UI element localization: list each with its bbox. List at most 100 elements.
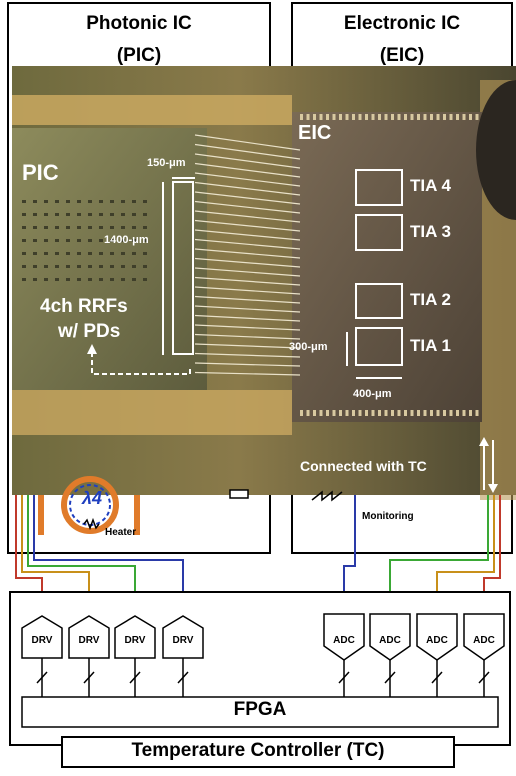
tc-note-label: Connected with TC xyxy=(300,458,427,474)
pic-title-line1: Photonic IC xyxy=(86,13,192,34)
pic-pad-dot xyxy=(99,278,103,281)
bus-slash xyxy=(338,671,350,684)
eic-pad xyxy=(313,114,316,120)
bond-wire xyxy=(194,162,301,178)
pic-pad-dot xyxy=(55,239,59,242)
adc-signal-wire xyxy=(436,495,495,606)
pic-pad-dot xyxy=(110,265,114,268)
pic-pad-dot xyxy=(99,200,103,203)
eic-pad xyxy=(300,114,303,120)
pic-pad-dot xyxy=(55,226,59,229)
bond-wire xyxy=(194,343,301,349)
pic-pad-dot xyxy=(121,200,125,203)
pic-pad-dot xyxy=(88,252,92,255)
bus-slash xyxy=(36,671,48,684)
bond-wire xyxy=(194,191,301,205)
pic-pad-dot xyxy=(44,239,48,242)
eic-pad xyxy=(319,114,323,120)
eic-pad xyxy=(423,114,427,120)
adc-label-3: ADC xyxy=(426,635,448,646)
pic-pad-dot xyxy=(132,226,136,229)
eic-pad xyxy=(417,410,420,416)
rrf-outline xyxy=(172,181,194,355)
eic-pad xyxy=(475,410,479,416)
tia-1-label: TIA 1 xyxy=(410,336,451,355)
pic-pad-dot xyxy=(66,239,70,242)
pic-pad-dot xyxy=(121,265,125,268)
eic-pad xyxy=(462,114,466,120)
bond-wire xyxy=(194,371,301,376)
pic-pad-dot xyxy=(132,252,136,255)
eic-pad xyxy=(371,114,375,120)
eic-pad xyxy=(352,410,355,416)
bus-slash xyxy=(83,671,95,684)
eic-pad xyxy=(378,410,381,416)
pic-pad-dot xyxy=(99,265,103,268)
bond-wire xyxy=(194,153,301,169)
eic-pad xyxy=(397,114,401,120)
pic-pad-dot xyxy=(33,213,37,216)
photo-dark-blob xyxy=(476,80,516,220)
pic-pad-dot xyxy=(44,226,48,229)
pic-pad-dot xyxy=(110,252,114,255)
eic-pad xyxy=(391,114,394,120)
tia-1-box xyxy=(355,327,403,366)
pic-pad-dot xyxy=(88,278,92,281)
pic-pad-dot xyxy=(121,239,125,242)
bond-wire xyxy=(194,219,301,232)
tia-height-dim-label: 300-μm xyxy=(289,341,328,353)
pic-pad-dot xyxy=(44,213,48,216)
pic-pad-dot xyxy=(22,265,26,268)
bus-slash xyxy=(384,671,396,684)
pic-pad-dot xyxy=(88,200,92,203)
bond-wire xyxy=(194,305,301,313)
pic-pad-dot xyxy=(33,252,37,255)
pic-pad-dot xyxy=(77,278,81,281)
bond-wire xyxy=(194,352,301,358)
rrf-pointer-head xyxy=(87,344,97,354)
pic-pad-dot xyxy=(55,213,59,216)
tia-width-dim-label: 400-μm xyxy=(353,388,392,400)
pic-pad-dot xyxy=(99,252,103,255)
pic-pad-dot xyxy=(143,213,147,216)
pic-pad-dot xyxy=(44,278,48,281)
tia-3-label: TIA 3 xyxy=(410,222,451,241)
adc-label-4: ADC xyxy=(473,635,495,646)
bond-wire xyxy=(194,238,301,250)
tia-3-box xyxy=(355,214,403,251)
pic-title-line2: (PIC) xyxy=(116,45,162,66)
bond-wire xyxy=(194,362,301,367)
eic-pad xyxy=(436,114,440,120)
driver-block xyxy=(162,615,204,659)
adc-block xyxy=(369,613,411,661)
monitoring-label: Monitoring xyxy=(362,511,414,522)
pic-pad-dot xyxy=(33,200,37,203)
eic-pad xyxy=(410,114,414,120)
adc-signal-wire xyxy=(389,495,489,606)
eic-pad xyxy=(306,410,310,416)
photo-eic-chip xyxy=(292,112,482,422)
fpga-label: FPGA xyxy=(233,699,287,720)
eic-pad xyxy=(384,410,388,416)
lambda-label: λ4 xyxy=(82,488,103,508)
bond-wire xyxy=(194,248,301,259)
photo-gold-top xyxy=(12,95,292,125)
pic-pad-dot xyxy=(121,278,125,281)
eic-pad xyxy=(469,114,472,120)
pic-pad-dot xyxy=(22,226,26,229)
eic-pad xyxy=(378,114,381,120)
eic-pad xyxy=(456,114,459,120)
bus-slash xyxy=(431,671,443,684)
pic-pad-dot xyxy=(22,213,26,216)
tia-4-box xyxy=(355,169,403,206)
rrf-pointer-arrow xyxy=(91,352,191,375)
pic-pad-dot xyxy=(110,213,114,216)
eic-pad xyxy=(410,410,414,416)
pic-pad-dot xyxy=(110,278,114,281)
pic-pad-dot xyxy=(99,226,103,229)
tc-arrow-up-head xyxy=(479,437,489,446)
pic-pad-dot xyxy=(143,278,147,281)
pic-pad-dot xyxy=(88,239,92,242)
eic-pad xyxy=(300,410,303,416)
pic-pad-dot xyxy=(66,278,70,281)
